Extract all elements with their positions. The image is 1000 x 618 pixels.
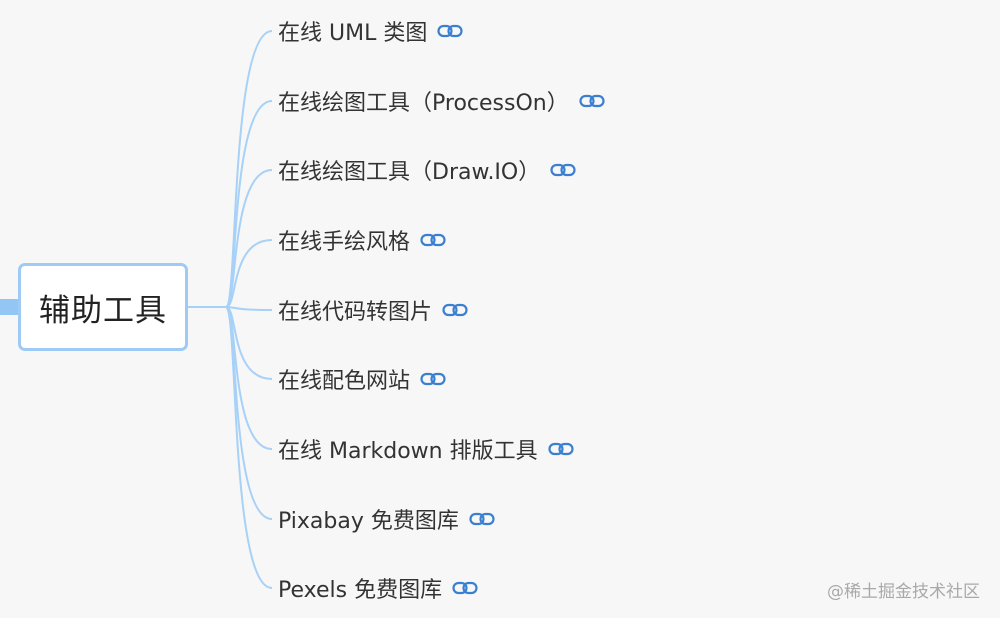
link-icon[interactable] [579,93,605,109]
branch-label: 在线配色网站 [278,369,411,394]
link-icon[interactable] [452,580,478,596]
link-icon[interactable] [550,162,576,178]
connector-line [225,306,273,589]
branch-node-pexels[interactable]: Pexels 免费图库 [278,571,478,605]
link-icon[interactable] [437,23,463,39]
branch-node-color-palette[interactable]: 在线配色网站 [278,362,446,396]
branch-node-code-to-image[interactable]: 在线代码转图片 [278,293,468,327]
branch-label: 在线手绘风格 [278,230,411,255]
parent-connector-stub [0,299,20,315]
link-icon[interactable] [420,371,446,387]
branch-node-pixabay[interactable]: Pixabay 免费图库 [278,502,495,536]
branch-label: Pexels 免费图库 [278,578,443,603]
root-node-label: 辅助工具 [39,292,167,329]
link-icon[interactable] [442,302,468,318]
branch-node-hand-drawn[interactable]: 在线手绘风格 [278,223,446,257]
branch-label: 在线绘图工具（Draw.IO） [278,160,541,185]
branch-label: Pixabay 免费图库 [278,509,459,534]
connector-line [225,239,273,308]
branch-label: 在线 UML 类图 [278,21,428,46]
branch-label: 在线绘图工具（ProcessOn） [278,91,569,116]
branch-label: 在线 Markdown 排版工具 [278,439,538,464]
branch-label: 在线代码转图片 [278,300,433,325]
connector-line [225,306,273,311]
connector-line [225,306,273,520]
branch-node-markdown[interactable]: 在线 Markdown 排版工具 [278,432,574,466]
root-node[interactable]: 辅助工具 [18,263,188,351]
connector-line [225,169,273,308]
link-icon[interactable] [420,232,446,248]
link-icon[interactable] [469,511,495,527]
link-icon[interactable] [548,441,574,457]
branch-node-drawio[interactable]: 在线绘图工具（Draw.IO） [278,153,576,187]
branch-node-uml[interactable]: 在线 UML 类图 [278,14,463,48]
branch-node-processon[interactable]: 在线绘图工具（ProcessOn） [278,84,605,118]
watermark: @稀土掘金技术社区 [827,582,980,602]
